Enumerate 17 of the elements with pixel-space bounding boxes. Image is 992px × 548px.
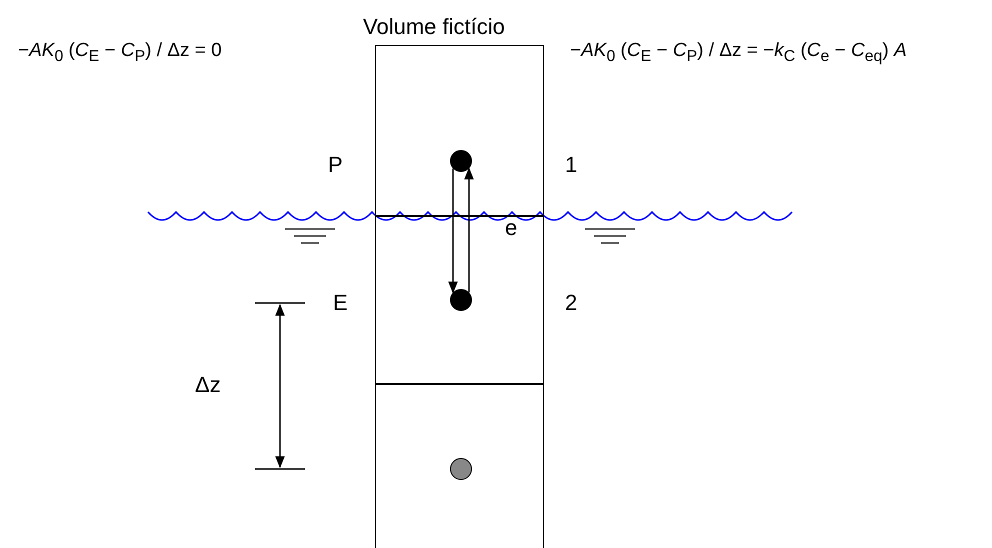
cell-number: 1 [565, 152, 578, 178]
face-label: e [505, 215, 518, 241]
point-label: P [328, 152, 343, 178]
flux-arrow [448, 168, 458, 294]
dimension-label: Δz [195, 372, 221, 398]
title-label: Volume fictício [363, 14, 505, 40]
equation-text: −AK$_{0}$ (C$_{E}$ − C$_{P}$) / Δz = 0 [18, 40, 222, 66]
cell-number: 2 [565, 290, 578, 316]
control-volume-cell [375, 215, 544, 385]
equation-text: −AK$_{0}$ (C$_{E}$ − C$_{P}$) / Δz = −k$_{C}$ (C$_{e}$ − C$_{eq}$) A [570, 40, 907, 66]
control-volume-cell [375, 383, 544, 548]
point-label: E [333, 290, 348, 316]
control-volume-cell [375, 45, 544, 217]
dot-marker [450, 458, 472, 480]
flux-arrow [464, 167, 474, 292]
dot-marker [450, 289, 472, 311]
dot-marker [450, 150, 472, 172]
